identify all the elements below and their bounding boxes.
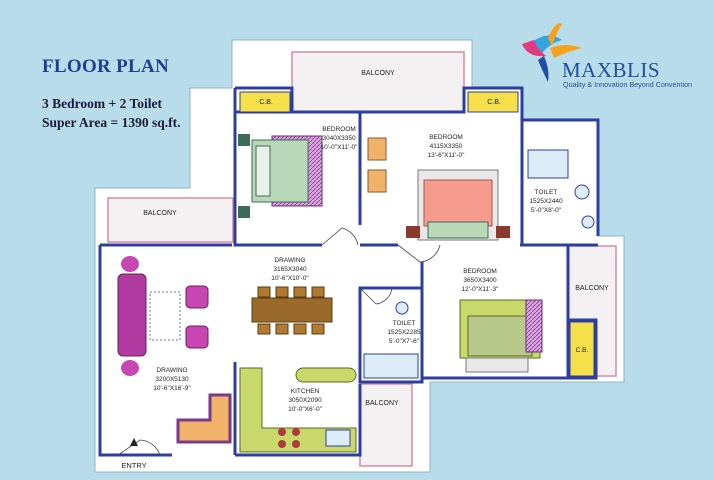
stove-4 [292,440,300,448]
cupboard-left [239,91,291,113]
nightstand-mid-2 [496,226,510,238]
drawing-name: DRAWING [156,367,187,374]
drawing-metric: 3200X5130 [155,376,189,383]
dining-chairs [257,286,325,335]
balcony-top-area [291,51,465,113]
washbasin-1 [574,184,590,200]
toilet2-metric: 1525X2285 [387,329,421,336]
toilet2-name: TOILET [393,320,416,327]
stove-1 [278,428,286,436]
wardrobe-right [525,299,543,353]
bed-right-mattress [467,315,533,357]
toilet1-imperial: 5'-0"X8'-0" [531,207,562,214]
rug-right [465,357,529,373]
balcony-left-label: BALCONY [143,210,177,217]
drawing-dining-name: DRAWING [274,257,305,264]
wc-1 [581,215,595,229]
bathtub-2 [363,353,419,379]
bed-left-pillow [255,145,271,197]
balcony-top-label: BALCONY [361,70,395,77]
nightstand-mid-1 [406,226,420,238]
kitchen-slab [295,367,357,383]
room-labels: BALCONY BALCONY BALCONY BALCONY C.B. C.B… [121,70,609,470]
chair-1 [367,137,387,161]
drawing-dining-metric: 3165X3040 [273,266,307,273]
stove-3 [278,440,286,448]
bedroom1-metric: 3040X3350 [322,135,356,142]
bedroom3-metric: 3650X3400 [463,277,497,284]
bedroom1-imperial: 10'-0"X11'-0" [321,144,359,151]
bedroom2-name: BEDROOM [429,134,463,141]
wc-2 [395,301,409,315]
bedroom3-name: BEDROOM [463,268,497,275]
door-swings [117,227,441,456]
armchair-2 [185,325,209,349]
cb-mid-label: C.B. [487,99,501,106]
balcony-bottom-area [359,383,413,467]
nightstand-left-1 [238,134,250,146]
brand-tagline: Quality & Innovation Beyond Convention [563,80,693,89]
drawing-imperial: 10'-6"X16'-9" [153,385,191,392]
bed-mid-rug [427,221,489,239]
coffee-table [149,291,181,341]
lamp-top [121,256,139,272]
page-title: FLOOR PLAN [42,56,170,77]
entry-arrow-icon [130,438,138,446]
chair-2 [367,169,387,193]
cupboard-mid [467,91,519,113]
bedroom2-metric: 4115X3350 [430,143,463,150]
entry-label: ENTRY [121,461,146,470]
drawing-dining-imperial: 10'-6"X10'-0" [271,275,309,282]
balcony-right-label: BALCONY [575,285,609,292]
bathtub-1 [527,149,569,179]
kitchen-name: KITCHEN [291,388,320,395]
walls [98,86,600,457]
cb-right-label: C.B. [576,347,589,354]
balcony-bottom-label: BALCONY [365,400,399,407]
toilet1-metric: 1525X2440 [529,198,563,205]
nightstand-left-2 [238,206,250,218]
cb-left-label: C.B. [259,99,273,106]
kitchen-metric: 3050X2090 [288,397,322,404]
cupboard-right [569,321,595,377]
armchair-1 [185,285,209,309]
configuration-line: 3 Bedroom + 2 Toilet [42,96,162,111]
stove-2 [292,428,300,436]
dining-table [251,297,333,323]
super-area-line: Super Area = 1390 sq.ft. [42,115,181,130]
kitchen-sink [325,429,351,447]
corner-sofa [176,393,232,444]
bed-mid-mattress [423,179,493,227]
bedroom2-imperial: 13'-6"X11'-0" [428,152,466,159]
maxblis-logo-icon [522,23,582,82]
toilet2-imperial: 5'-0"X7'-6" [389,338,420,345]
brand-name: MAXBLIS [562,58,661,82]
bedroom3-imperial: 12'-0"X11'-3" [462,286,500,293]
balcony-left-area [107,197,234,243]
lamp-bottom [121,360,139,376]
bedroom1-name: BEDROOM [322,126,356,133]
toilet1-name: TOILET [535,189,558,196]
kitchen-imperial: 10'-0"X6'-0" [288,406,323,413]
sofa-main [117,273,147,357]
